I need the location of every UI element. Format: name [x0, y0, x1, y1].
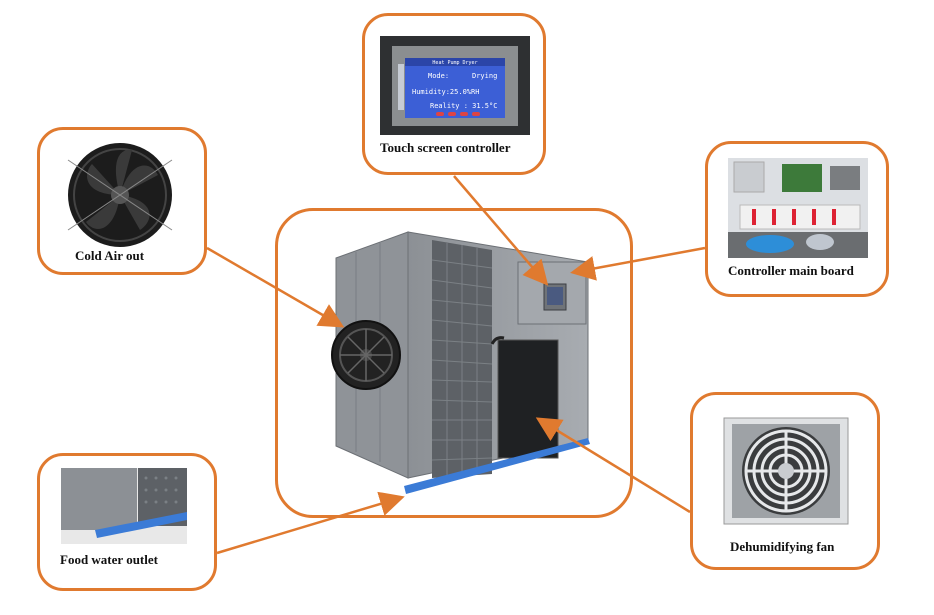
- screen-mode-value: Drying: [472, 72, 497, 80]
- cold-air-label: Cold Air out: [75, 248, 145, 263]
- touch-screen-label: Touch screen controller: [380, 140, 511, 155]
- touch-screen-photo: Heat Pump Dryer Mode: Drying Humidity:25…: [380, 36, 530, 135]
- arrow-controller-board: [570, 246, 706, 281]
- controller-board-label: Controller main board: [728, 263, 854, 278]
- arrow-cold-air: [206, 246, 345, 328]
- heat-pump-dryer: [331, 231, 590, 494]
- screen-reality: Reality : 31.5°C: [430, 102, 497, 110]
- screen-humidity: Humidity:25.0%RH: [412, 88, 479, 96]
- arrow-dehumidifying-fan: [535, 417, 691, 514]
- controller-board-photo: [728, 158, 868, 258]
- dehumidifying-fan-photo: [723, 417, 849, 525]
- arrow-food-water: [216, 491, 405, 555]
- cold-air-fan-photo: [67, 143, 173, 247]
- dehumidifying-fan-label: Dehumidifying fan: [730, 539, 835, 554]
- callout-arrows: [206, 175, 706, 555]
- food-water-outlet-photo: [61, 468, 187, 544]
- arrow-touch-screen: [453, 175, 549, 286]
- food-water-label: Food water outlet: [60, 552, 158, 567]
- screen-header: Heat Pump Dryer: [432, 60, 477, 66]
- screen-mode-label: Mode:: [428, 72, 449, 80]
